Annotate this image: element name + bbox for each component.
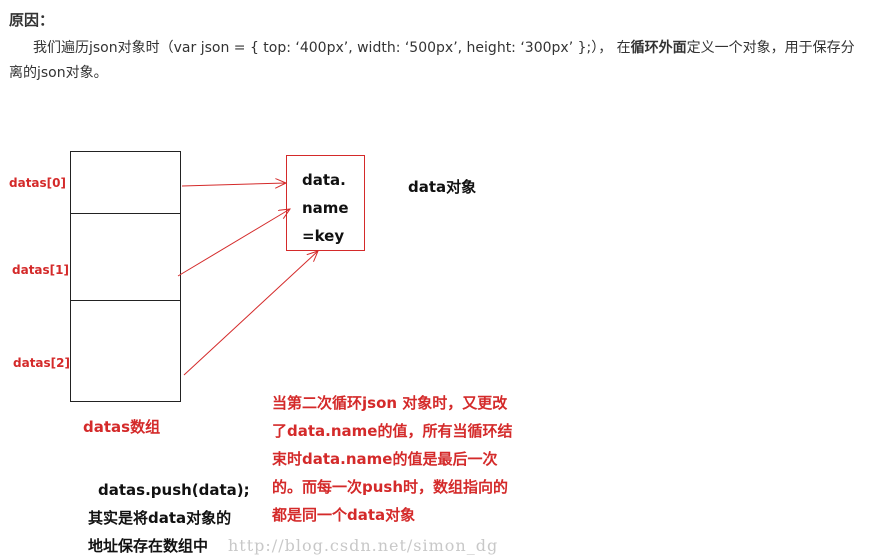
push-line-2: 其实是将data对象的 [88,509,232,527]
arrow-datas0 [181,183,286,186]
array-divider-1 [71,213,180,214]
note-line-1: 当第二次循环json 对象时，又更改 [272,394,508,412]
object-line-2: name [302,199,349,217]
note-line-4: 的。而每一次push时，数组指向的 [272,478,509,496]
arrow-datas2 [183,251,318,376]
note-line-2: 了data.name的值，所有当循环结 [272,422,513,440]
watermark: http://blog.csdn.net/simon_dg [228,536,499,555]
object-caption: data对象 [408,178,477,196]
push-line-1: datas.push(data); [98,481,250,499]
push-line-3: 地址保存在数组中 [88,537,209,555]
note-line-5: 都是同一个data对象 [272,506,416,524]
array-label-1: datas[1] [12,263,69,277]
note-line-3: 束时data.name的值是最后一次 [272,450,498,468]
section-heading: 原因： [9,11,55,29]
paragraph-emphasis: 循环外面 [630,40,687,56]
arrow-datas1 [177,209,290,277]
object-line-1: data. [302,171,346,189]
array-caption: datas数组 [83,418,161,436]
array-divider-2 [71,300,180,301]
paragraph-part1: 我们遍历json对象时（var json = { top: ‘400px’, w… [33,40,631,56]
array-label-2: datas[2] [13,356,70,370]
explanation-paragraph: 我们遍历json对象时（var json = { top: ‘400px’, w… [9,36,867,86]
array-label-0: datas[0] [9,176,66,190]
datas-array-box [70,151,181,402]
data-object-box: data. name =key [286,155,365,251]
loop-explanation-note: 当第二次循环json 对象时，又更改 了data.name的值，所有当循环结 束… [272,389,532,529]
paragraph-part2: 定义一个对象，用于保存分离的json对象。 [9,40,855,81]
object-line-3: =key [302,227,345,245]
push-explanation: datas.push(data); 其实是将data对象的 地址保存在数组中 [88,476,258,560]
